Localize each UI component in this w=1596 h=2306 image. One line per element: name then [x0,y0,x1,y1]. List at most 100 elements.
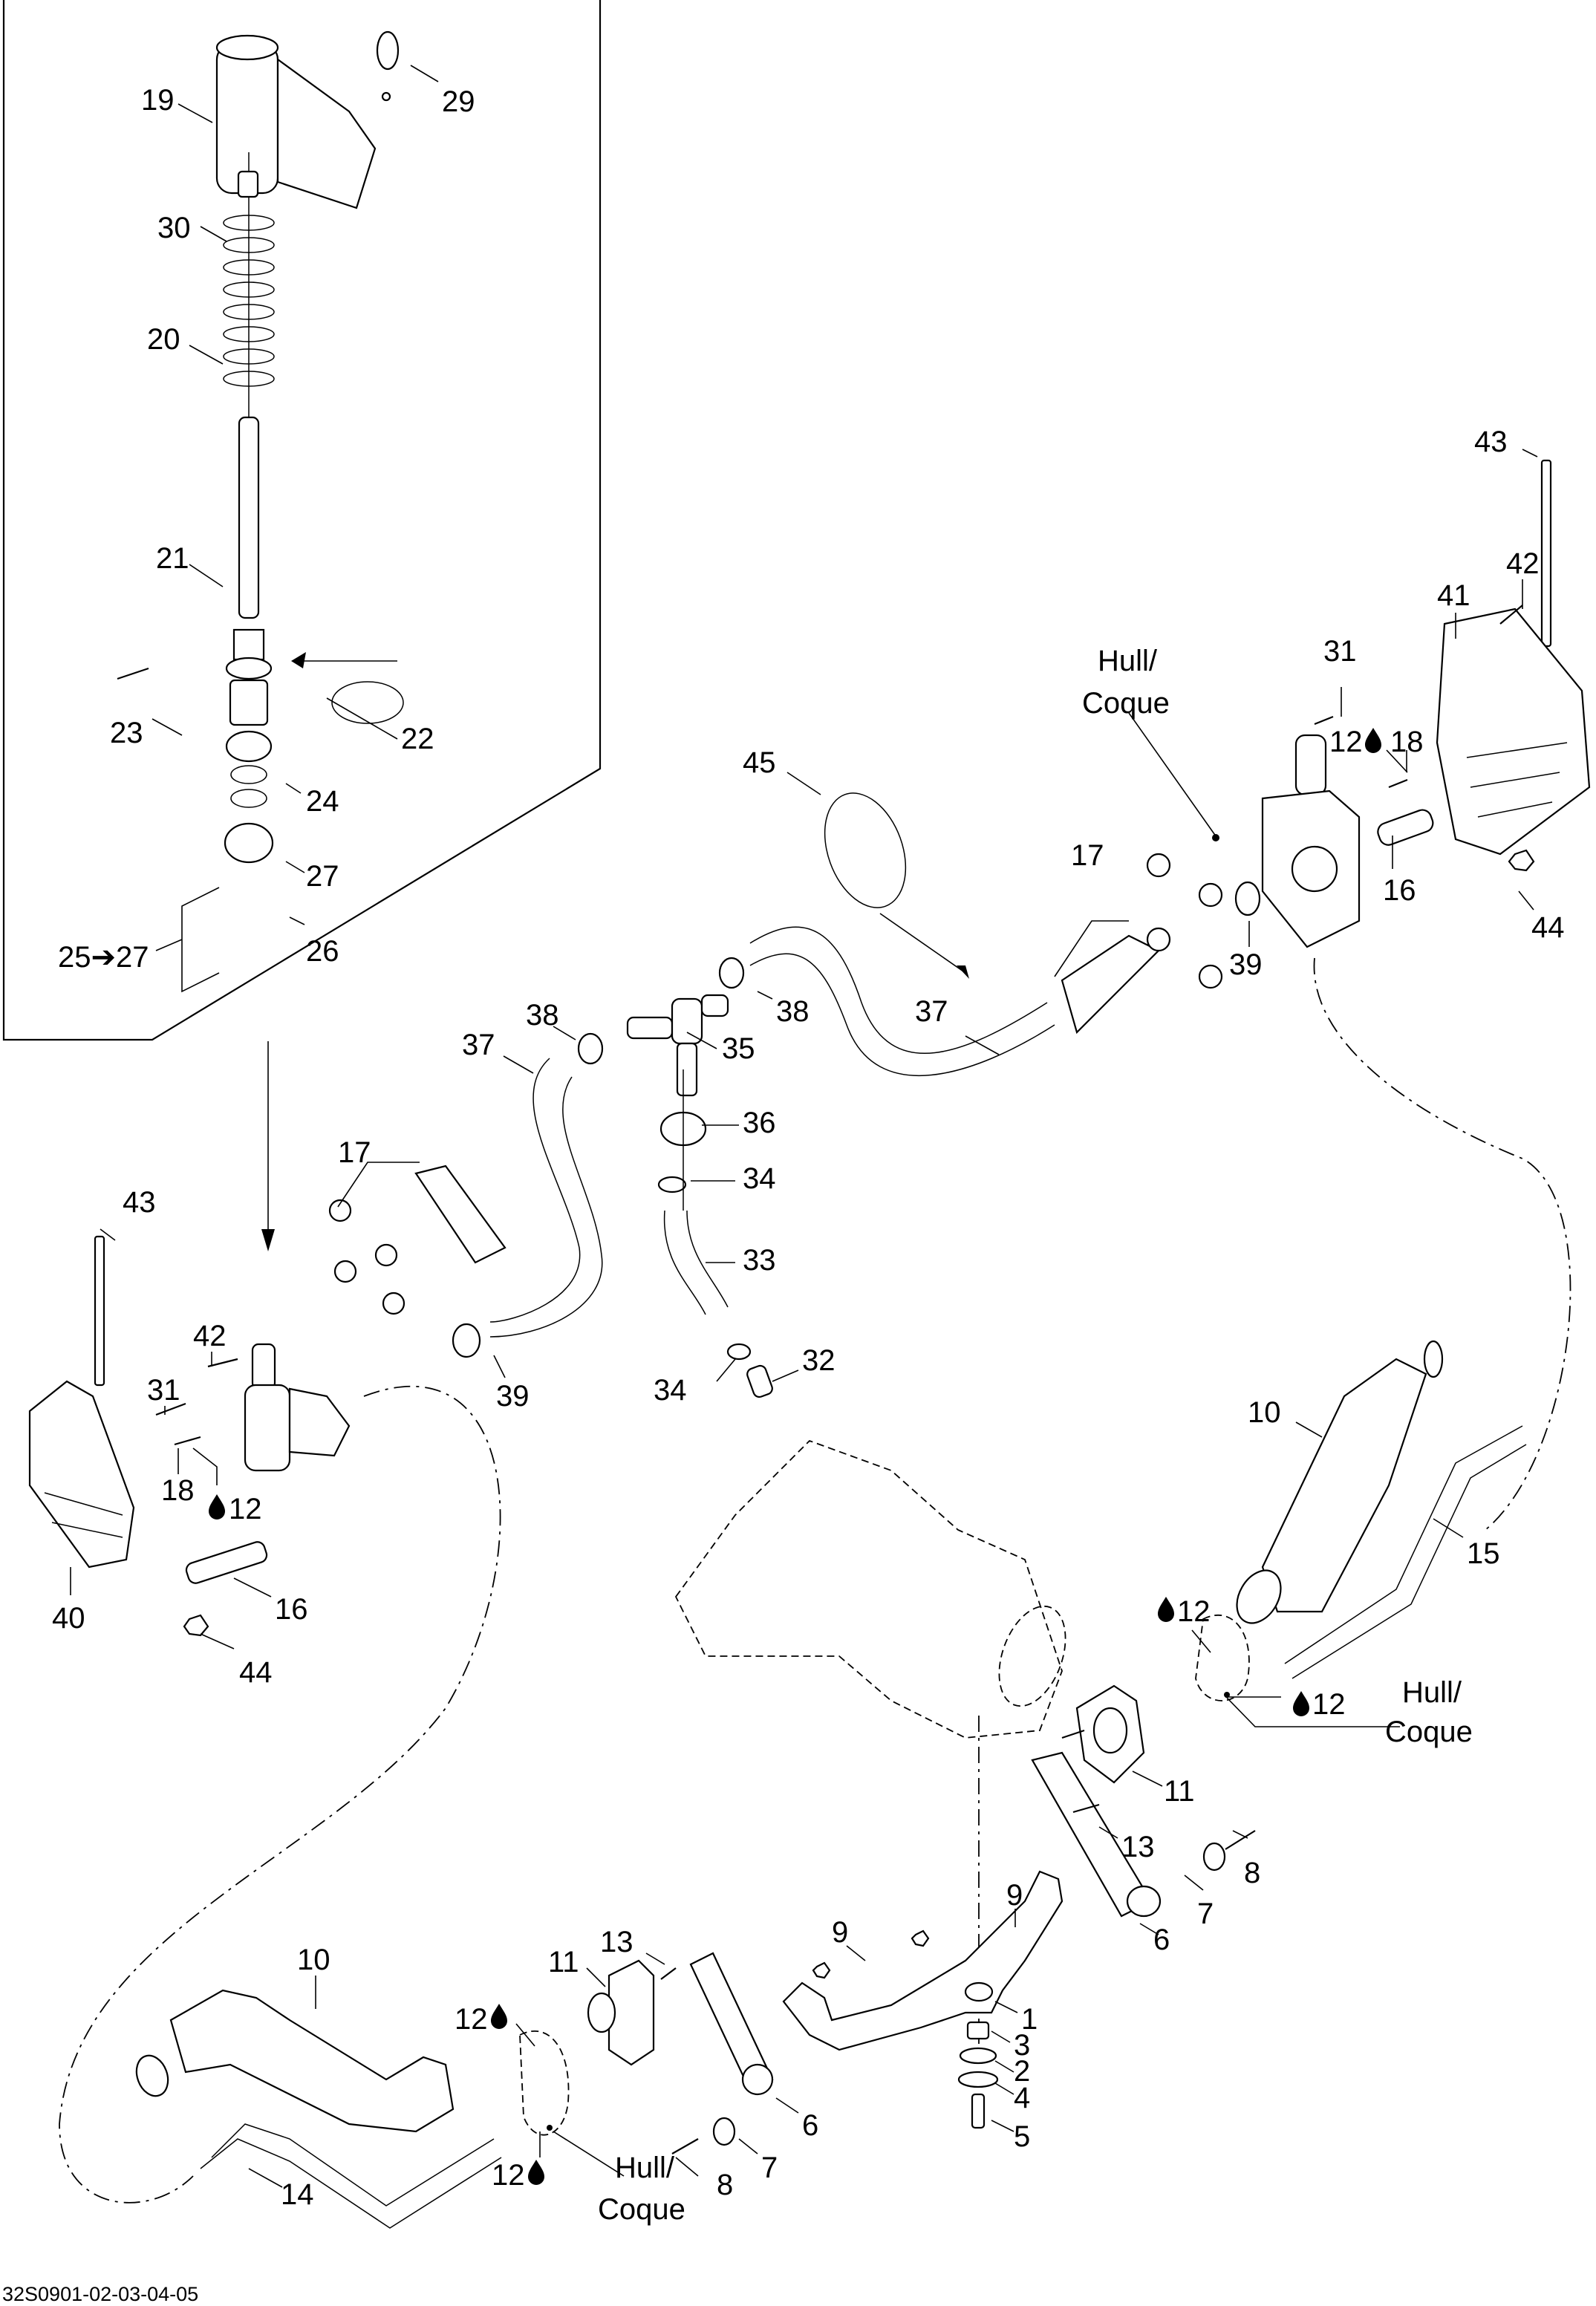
callout-36: 36 [743,1107,776,1139]
part-17-lever-left [328,1165,507,1315]
callout-39-right: 39 [1229,948,1263,981]
callout-20: 20 [147,323,180,356]
svg-text:12: 12 [1312,1688,1346,1721]
callout-31-right: 31 [1323,635,1357,668]
part-13-bolt-right [1072,1803,1100,1814]
part-40-shield [28,1380,135,1569]
part-14-hose [200,2123,502,2229]
callout-45: 45 [743,746,776,779]
part-21-shaft [238,416,260,619]
svg-text:12: 12 [492,2159,525,2192]
part-20-spring [223,215,275,387]
callout-18-right: 18 [1390,726,1424,758]
left-steering-assembly [28,1165,507,1637]
callout-35: 35 [722,1032,755,1065]
part-10-boot-left [135,1989,455,2133]
part-3-spacer [966,2021,990,2040]
lubricant-ref-right-b: 12 [1293,1688,1346,1721]
lubricant-drop-icon [528,2160,544,2185]
callout-27: 27 [306,860,339,893]
part-steering-bracket-right [1261,734,1361,948]
callout-9-left: 9 [832,1916,848,1949]
part-35-tee-fitting [626,994,729,1097]
callout-34-lower: 34 [654,1374,687,1407]
svg-text:Hull/: Hull/ [1098,645,1158,677]
callout-44-right: 44 [1531,911,1565,944]
part-11-flange-left [587,1959,655,2066]
leader-lines [70,65,1538,2188]
part-6-arm-left [689,1952,774,2096]
part-7-washer-left [712,2117,736,2146]
callout-37-right: 37 [915,995,948,1028]
svg-text:Hull/: Hull/ [615,2152,675,2184]
callout-15: 15 [1467,1537,1500,1570]
left-lower-assembly [135,1952,774,2229]
callout-21: 21 [156,542,189,575]
part-16-spline-shaft-left [185,1541,268,1584]
callout-38-right: 38 [776,995,810,1028]
part-18-bolt-left [174,1436,201,1446]
callout-4: 4 [1014,2082,1030,2114]
right-steering-assembly [824,459,1591,1035]
callout-26: 26 [306,935,339,968]
callout-23: 23 [110,717,143,749]
callout-13-left: 13 [600,1926,633,1958]
part-37-hose-right-a [749,926,1048,1054]
right-lower-assembly [1031,1340,1527,1918]
callout-13-right: 13 [1121,1831,1155,1863]
part-22-collar [225,628,404,724]
svg-text:12: 12 [1329,726,1363,758]
svg-text:Coque: Coque [1385,1716,1473,1748]
part-8-bolt-left [671,2138,699,2154]
callout-34-upper: 34 [743,1162,776,1195]
svg-text:Coque: Coque [1082,687,1170,720]
callout-40: 40 [52,1602,85,1635]
part-24-spline [229,679,269,726]
lubricant-ref-right-a: 12 [1158,1595,1211,1628]
callout-37-left: 37 [462,1029,495,1061]
callout-29: 29 [442,85,475,118]
part-27-nut [225,730,273,763]
part-33-hose [663,1210,729,1315]
part-16-spline-shaft [1377,809,1434,846]
lubricant-drop-icon [209,1494,225,1520]
hull-label-right-bottom: Hull/ Coque [1385,1676,1473,1748]
callout-19: 19 [141,84,175,117]
part-34-clamp-a [657,1176,687,1193]
callout-33: 33 [743,1244,776,1277]
callout-1: 1 [1021,2003,1038,2036]
callout-6-right: 6 [1153,1924,1170,1956]
callout-14: 14 [281,2178,314,2211]
center-bracket-assembly [782,1870,1064,2129]
cable-routing [59,957,1571,2204]
hose-assembly [489,926,1055,1338]
svg-text:Hull/: Hull/ [1402,1676,1462,1709]
callout-22: 22 [401,723,434,755]
callout-5: 5 [1014,2120,1030,2153]
svg-text:12: 12 [229,1493,262,1525]
callout-39-left: 39 [496,1380,530,1413]
callout-7-left: 7 [761,2152,778,2184]
part-11-flange-right [1075,1684,1145,1784]
callout-32: 32 [802,1344,836,1377]
hull-label-left-bottom: Hull/ Coque [598,2152,685,2226]
part-2-bushing [959,2047,997,2065]
callout-17-left: 17 [338,1136,371,1169]
svg-text:12: 12 [455,2003,488,2036]
part-38-clamp-right [718,957,745,989]
svg-text:12: 12 [1177,1595,1211,1628]
callout-labels: 19 29 30 20 21 23 22 24 27 25➔27 26 43 4… [52,84,1565,2226]
part-19-housing [215,34,391,209]
part-37-hose-right-b [749,953,1055,1077]
lubricant-ref-left: 12 [209,1493,262,1525]
lubricant-ref-right-top: 12 [1329,726,1381,758]
part-4-washer [957,2071,999,2088]
callout-11-left: 11 [548,1946,579,1978]
callout-9-right: 9 [1006,1879,1023,1912]
part-31-bolt [1314,715,1334,726]
callout-8-left: 8 [717,2169,733,2201]
part-18-bolt [1388,778,1408,789]
part-5-bolt [971,2093,986,2129]
part-9-nut-left [812,1961,831,1979]
